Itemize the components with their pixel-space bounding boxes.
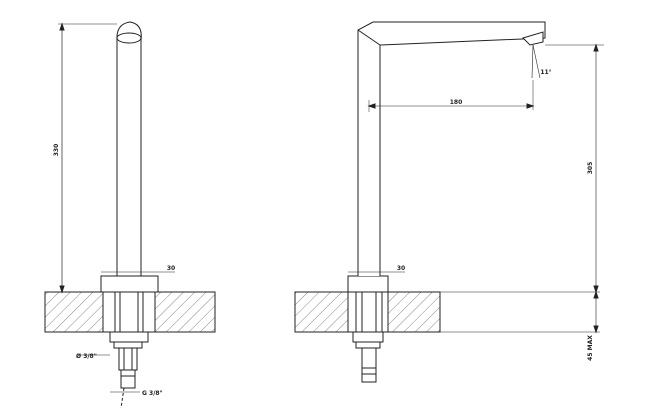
side-deck-max-label: 45 MAX: [587, 335, 594, 361]
front-base: [100, 275, 159, 293]
side-flow-angle-label: 11°: [540, 69, 551, 76]
front-hose: [118, 347, 138, 371]
front-nut: [109, 331, 149, 343]
front-hose-label: G 3/8": [142, 390, 163, 397]
side-spout-dia-label: 30: [397, 265, 405, 272]
side-view: [294, 21, 604, 383]
side-nut: [352, 331, 384, 343]
front-spout-dia-label: 30: [167, 265, 175, 272]
side-body: [357, 21, 546, 276]
side-shank: [355, 291, 383, 333]
side-aerator: [522, 31, 544, 46]
front-view: [44, 21, 216, 409]
side-reach-label: 180: [450, 99, 463, 106]
side-base: [347, 275, 389, 293]
front-shank: [114, 291, 144, 333]
side-hose: [361, 347, 377, 369]
side-height-label: 305: [587, 162, 594, 175]
front-height-label: 330: [53, 144, 60, 157]
front-thread-label: Ø 3/8": [76, 353, 97, 360]
